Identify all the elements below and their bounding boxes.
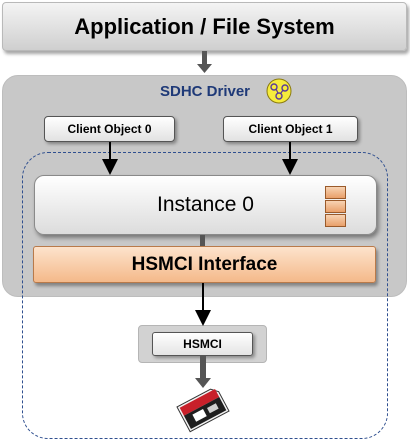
instance-0-box <box>34 175 377 235</box>
client-object-1-label: Client Object 1 <box>248 122 333 136</box>
queue-slot-1 <box>325 186 346 199</box>
queue-slot-3 <box>325 214 346 227</box>
sdhc-driver-title: SDHC Driver <box>159 82 251 100</box>
application-file-system-label: Application / File System <box>74 13 335 39</box>
arrow-top-to-driver <box>197 51 212 73</box>
client-object-0-box: Client Object 0 <box>44 116 175 142</box>
application-file-system-box: Application / File System <box>2 2 407 51</box>
client-object-0-label: Client Object 0 <box>67 122 152 136</box>
instance-0-label: Instance 0 <box>157 193 254 216</box>
queue-slot-2 <box>325 200 346 213</box>
hsmci-label: HSMCI <box>183 337 222 351</box>
hsmci-interface-label: HSMCI Interface <box>131 253 278 275</box>
hsmci-interface-box: HSMCI Interface <box>33 246 376 283</box>
client-object-1-box: Client Object 1 <box>223 116 358 142</box>
instance-group-dashed-border <box>22 152 388 439</box>
hsmci-box: HSMCI <box>152 332 253 356</box>
